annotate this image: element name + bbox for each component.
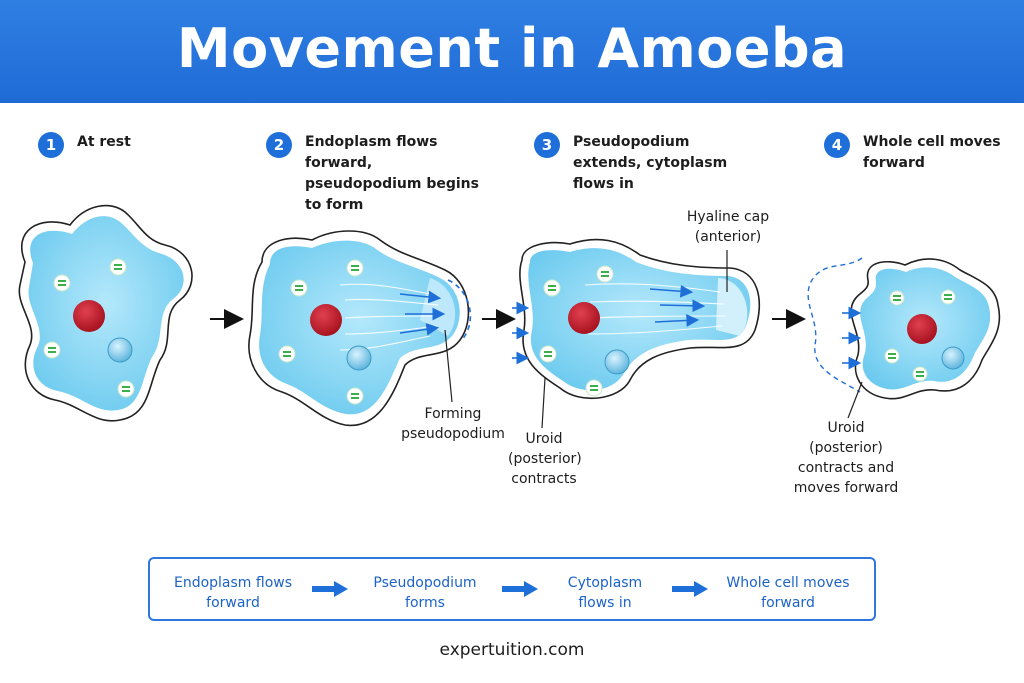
title-banner: Movement in Amoeba: [0, 0, 1024, 103]
chloroplast-icon: [884, 289, 956, 382]
pseudopod-outline: [447, 279, 472, 341]
vacuole-icon: [941, 346, 965, 370]
step-2-number: 2: [266, 132, 292, 158]
amoeba-cell-4: [807, 257, 1001, 419]
page-title: Movement in Amoeba: [176, 17, 848, 80]
nucleus-icon: [310, 304, 342, 336]
step-4-heading: 4 Whole cell moves forward: [824, 132, 1003, 174]
chloroplast-icon: [278, 259, 364, 405]
vacuole-icon: [107, 337, 133, 363]
nucleus-icon: [73, 300, 105, 332]
step-3-number: 3: [534, 132, 560, 158]
summary-step-2: Pseudopodium forms: [373, 575, 477, 611]
summary-step-3: Cytoplasm flows in: [567, 575, 643, 611]
amoeba-cell-3: [512, 238, 761, 429]
amoeba-cell-1: [18, 204, 193, 422]
forming-pseudopodium-label: Forming pseudopodium: [401, 406, 505, 442]
summary-arrow-icon: [672, 581, 708, 597]
uroid-contracts-label: Uroid (posterior) contracts: [508, 431, 582, 487]
summary-step-1: Endoplasm flows forward: [173, 575, 293, 611]
flow-arrows: [512, 284, 706, 365]
summary-step-4: Whole cell moves forward: [726, 575, 850, 611]
flow-arrows: [842, 306, 862, 370]
amoeba-cell-2: [248, 230, 472, 427]
hyaline-cap-label: Hyaline cap (anterior): [686, 209, 770, 245]
uroid-pointer: [541, 377, 546, 429]
step-2-heading: 2 Endoplasm flows forward, pseudopodium …: [266, 132, 485, 216]
step-4-label: Whole cell moves forward: [863, 134, 1001, 171]
step-2-label: Endoplasm flows forward, pseudopodium be…: [305, 134, 479, 213]
uroid-pointer: [847, 381, 863, 419]
step-3-heading: 3 Pseudopodium extends, cytoplasm flows …: [534, 132, 753, 195]
summary-box: Endoplasm flows forward Pseudopodium for…: [148, 557, 876, 621]
nucleus-icon: [907, 314, 937, 344]
summary-arrow-icon: [312, 581, 348, 597]
chloroplast-icon: [539, 265, 614, 397]
amoeba-diagram: [18, 204, 1001, 429]
uroid-moves-forward-label: Uroid (posterior) contracts and moves fo…: [793, 420, 899, 496]
step-3-label: Pseudopodium extends, cytoplasm flows in: [573, 134, 728, 192]
step-1-label: At rest: [77, 134, 131, 150]
previous-position-outline: [807, 257, 863, 393]
nucleus-icon: [568, 302, 600, 334]
chloroplast-icon: [43, 258, 135, 398]
flow-lines: [584, 283, 727, 335]
step-1-number: 1: [38, 132, 64, 158]
step-1-heading: 1 At rest: [38, 132, 197, 158]
vacuole-icon: [604, 349, 630, 375]
vacuole-icon: [346, 345, 372, 371]
footer-credit: expertuition.com: [439, 640, 585, 660]
summary-arrow-icon: [502, 581, 538, 597]
forming-pointer: [444, 329, 453, 403]
step-4-number: 4: [824, 132, 850, 158]
flow-arrows: [399, 290, 446, 336]
